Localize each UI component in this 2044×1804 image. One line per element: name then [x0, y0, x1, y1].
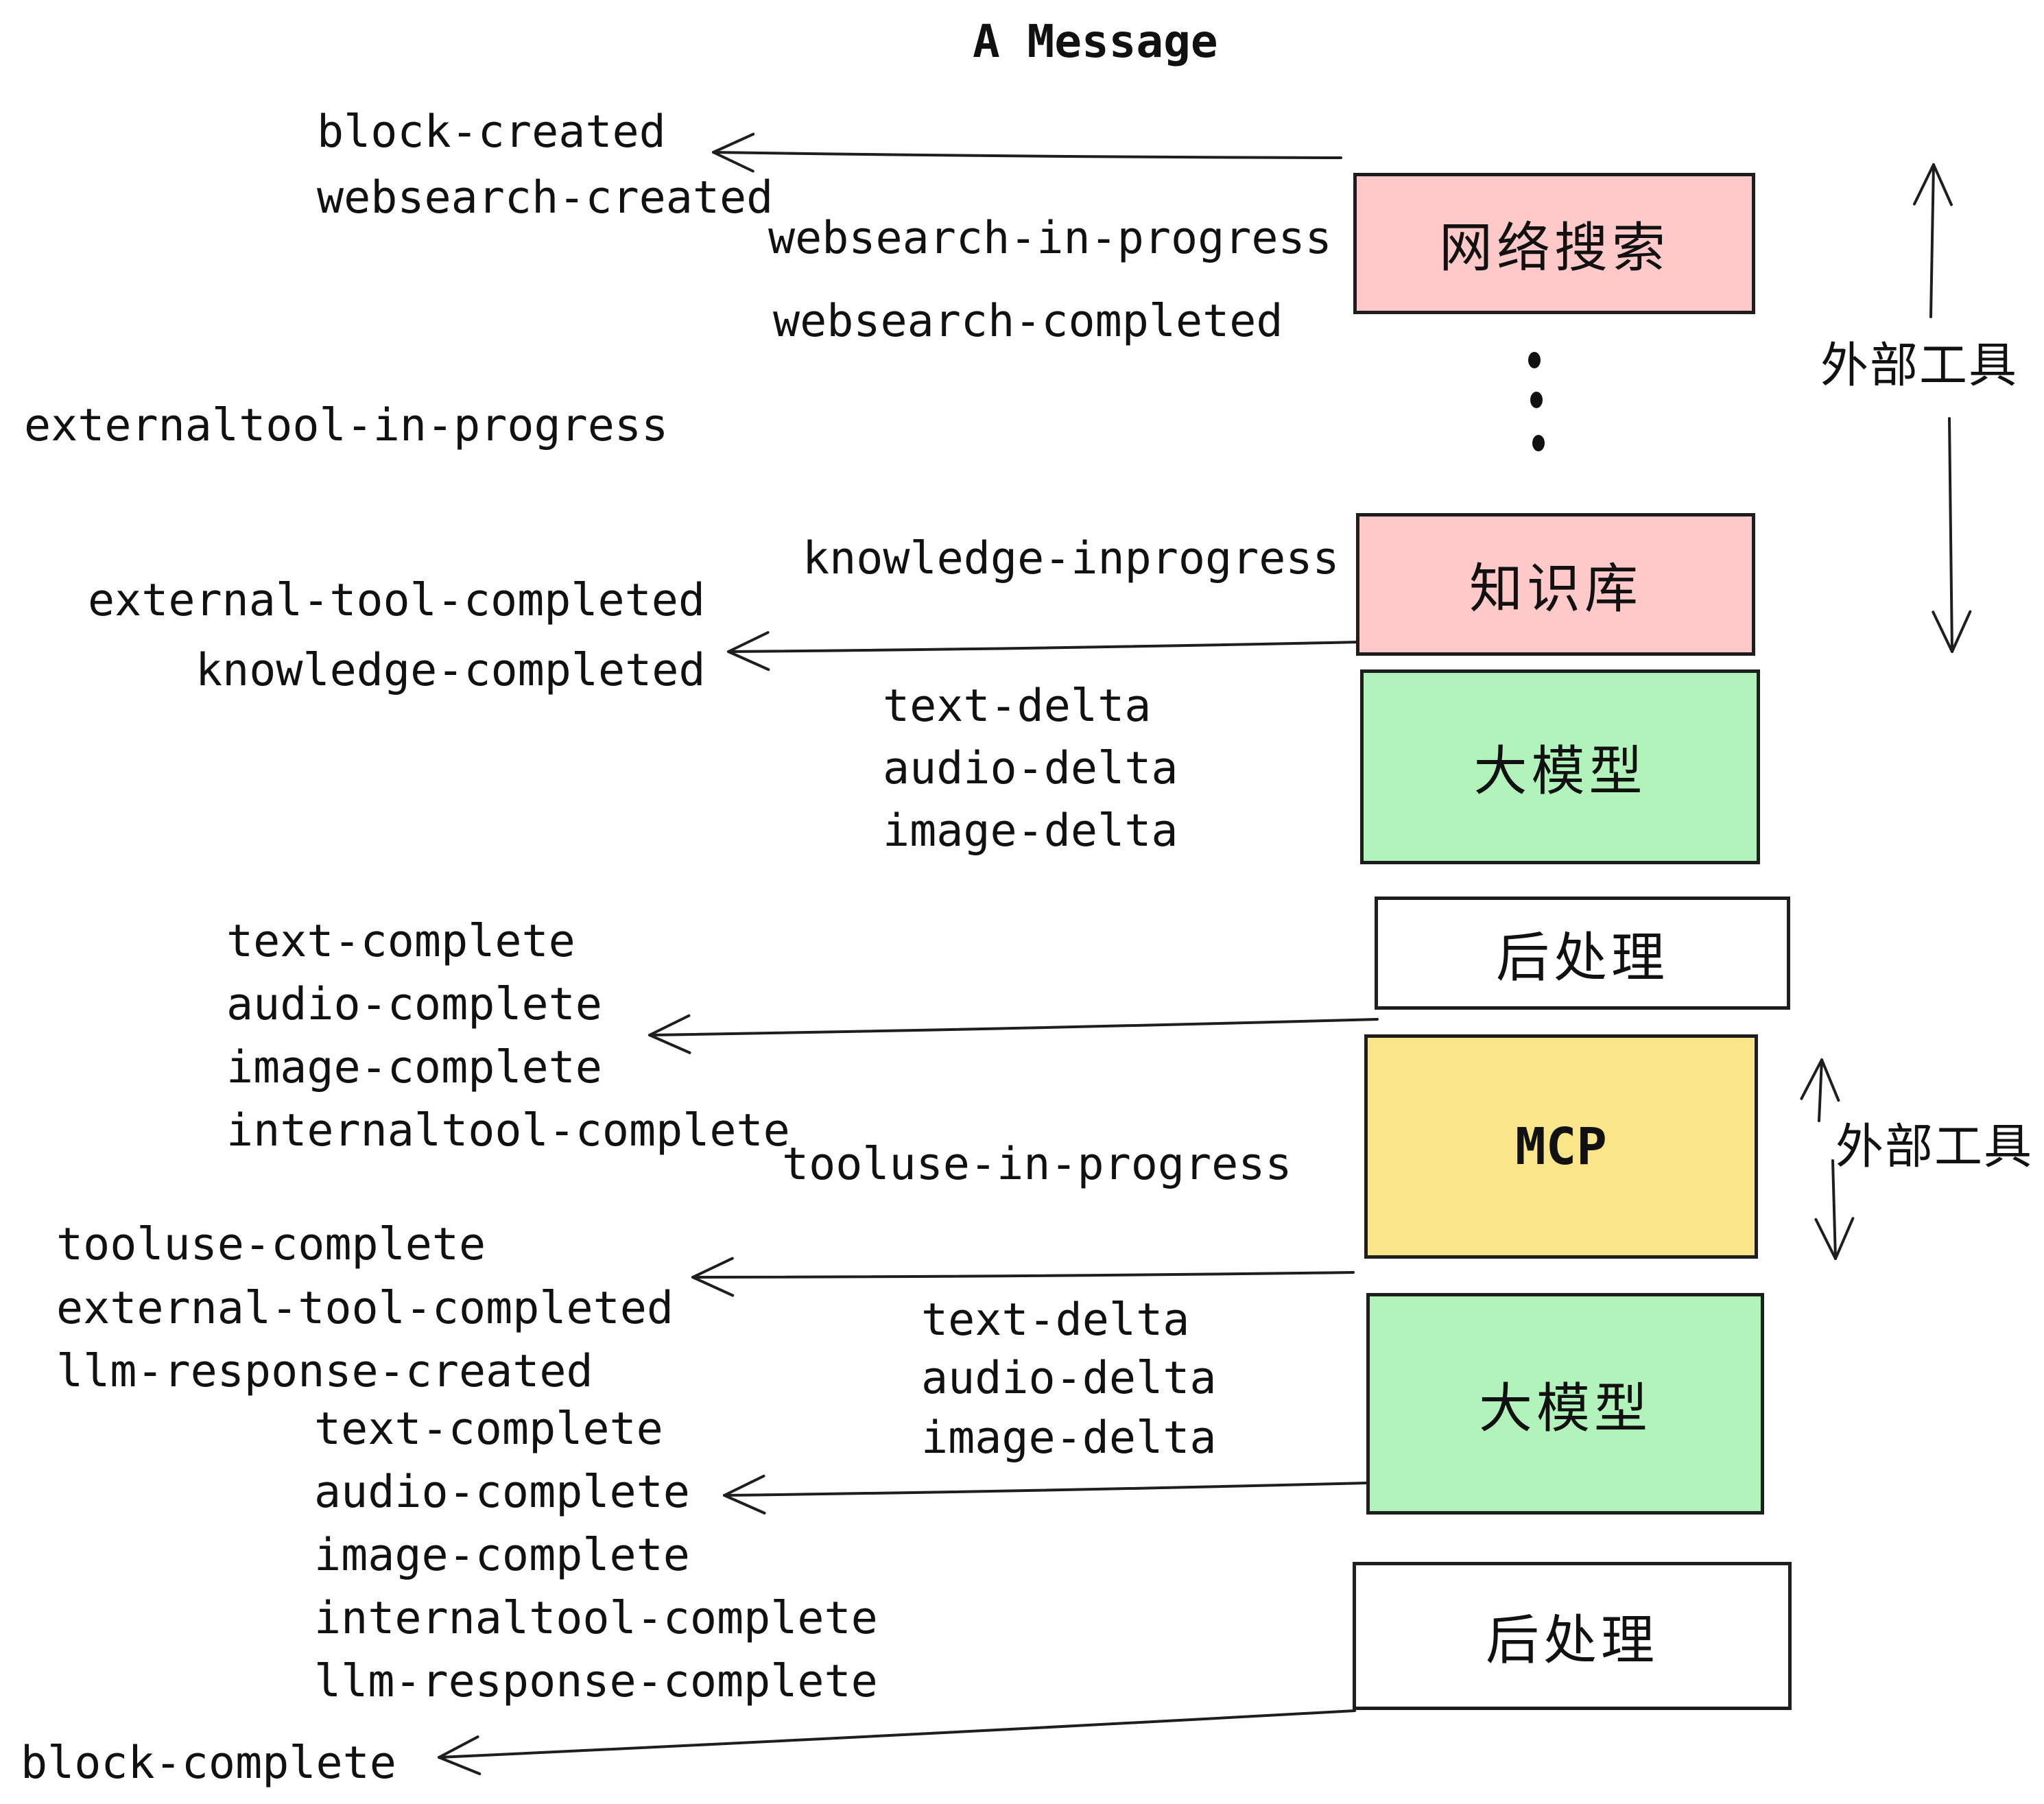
event-label: tooluse-complete: [56, 1219, 486, 1270]
arrow-to-audio-complete: [723, 1474, 1368, 1515]
postprocess-box-2: 后处理: [1353, 1562, 1792, 1710]
external-tools-up-arrow: [1912, 163, 1953, 318]
event-label: image-complete: [226, 1042, 602, 1093]
ellipsis-dots: [1528, 352, 1545, 451]
postprocess-box-1-label: 后处理: [1495, 927, 1669, 989]
event-label: audio-complete: [314, 1467, 690, 1518]
arrow-to-block-complete: [438, 1709, 1356, 1776]
arrow-to-block-created: [712, 132, 1342, 173]
event-label: externaltool-in-progress: [24, 400, 669, 451]
event-label: text-complete: [226, 916, 575, 967]
diagram-title: A Message: [973, 15, 1218, 68]
event-label: websearch-in-progress: [768, 213, 1332, 264]
llm-box-2: 大模型: [1366, 1293, 1764, 1515]
llm-box-1: 大模型: [1360, 669, 1760, 864]
event-label: llm-response-created: [56, 1346, 593, 1397]
llm-box-2-label: 大模型: [1478, 1377, 1652, 1440]
llm-box-1-label: 大模型: [1473, 741, 1647, 803]
external-tools-label: 外部工具: [1835, 1118, 2033, 1175]
knowledge-box: 知识库: [1356, 513, 1755, 656]
event-label: websearch-created: [317, 172, 774, 224]
arrow-to-knowledge-completed: [727, 631, 1361, 672]
websearch-box-label: 网络搜索: [1438, 217, 1669, 279]
event-label: image-delta: [883, 805, 1178, 857]
event-label: knowledge-completed: [195, 645, 706, 696]
event-label: text-complete: [314, 1403, 663, 1455]
event-label: external-tool-completed: [56, 1283, 674, 1334]
event-label: image-complete: [314, 1530, 690, 1581]
websearch-box: 网络搜索: [1353, 173, 1755, 314]
postprocess-box-1: 后处理: [1375, 897, 1790, 1010]
mcp-box-label: MCP: [1515, 1117, 1607, 1176]
event-label: external-tool-completed: [88, 575, 706, 626]
external-tools-label: 外部工具: [1820, 337, 2018, 394]
postprocess-box-2-label: 后处理: [1485, 1610, 1659, 1672]
event-label: internaltool-complete: [314, 1593, 878, 1644]
event-label: tooluse-in-progress: [782, 1139, 1292, 1190]
mcp-box: MCP: [1364, 1034, 1758, 1259]
event-label: audio-complete: [226, 979, 602, 1030]
event-label: internaltool-complete: [226, 1105, 790, 1156]
event-label: llm-response-complete: [314, 1656, 878, 1707]
arrow-to-tooluse-complete: [691, 1257, 1355, 1297]
event-label: knowledge-inprogress: [803, 533, 1340, 584]
event-label: block-complete: [21, 1737, 396, 1789]
external-tools-up-arrow: [1800, 1058, 1840, 1122]
event-label: audio-delta: [883, 743, 1178, 794]
event-label: text-delta: [921, 1294, 1190, 1346]
event-label: image-delta: [921, 1412, 1217, 1464]
event-label: audio-delta: [921, 1353, 1217, 1404]
arrow-to-image-complete: [648, 1014, 1379, 1054]
knowledge-box-label: 知识库: [1469, 558, 1642, 620]
event-label: block-created: [317, 106, 666, 158]
external-tools-down-arrow: [1932, 417, 1972, 653]
event-label: websearch-completed: [773, 296, 1283, 347]
event-label: text-delta: [883, 680, 1152, 732]
